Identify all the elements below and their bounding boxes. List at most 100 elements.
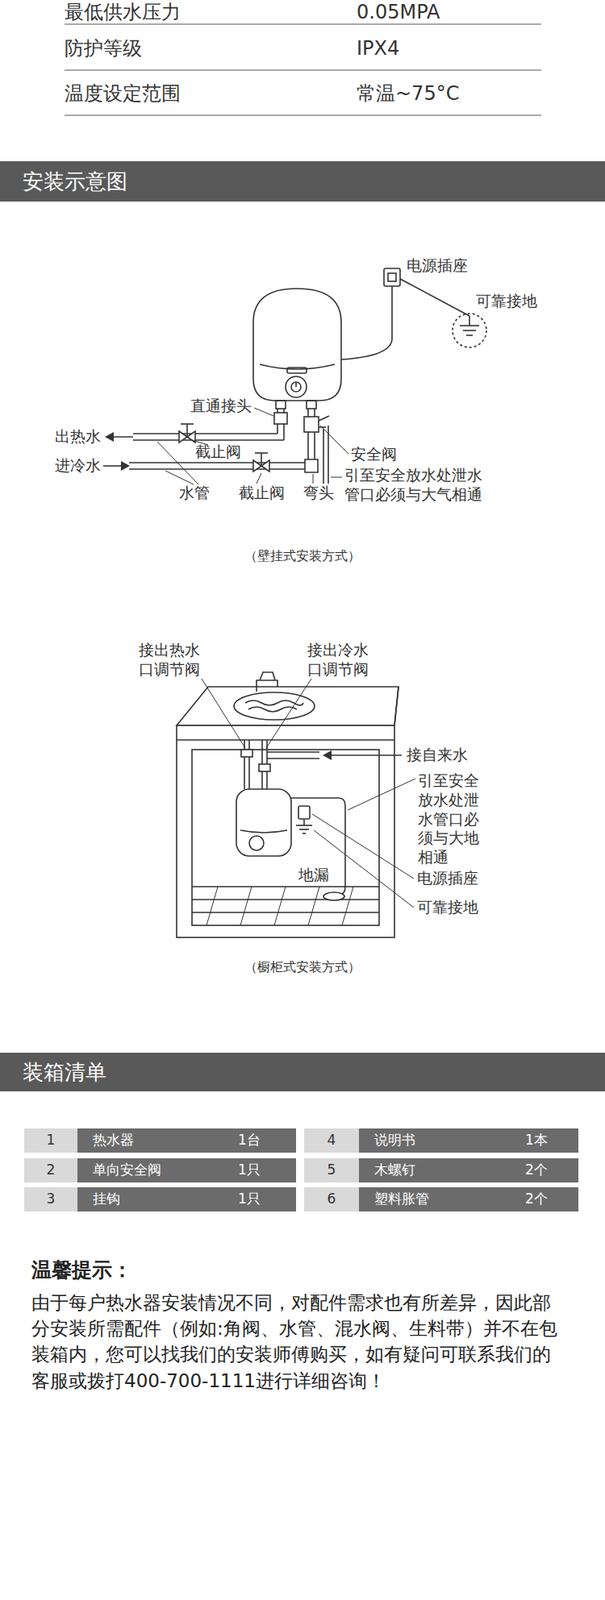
illustration-stroke	[240, 830, 288, 834]
illustration-stroke	[176, 726, 395, 939]
illustration-stroke	[24, 1159, 78, 1184]
illustration-stroke	[77, 1159, 297, 1184]
table-cell: 1只	[237, 1162, 261, 1180]
table-cell: 5	[304, 1162, 359, 1180]
illustration-stroke	[320, 425, 349, 455]
section-band: 装箱清单	[0, 1053, 605, 1093]
illustration-stroke	[274, 413, 288, 425]
illustration-stroke	[304, 459, 318, 473]
illustration-stroke	[291, 382, 301, 393]
flow-label: 出热水	[54, 427, 101, 447]
note-label: 引至安全放水处泄水 管口必须与大气相通	[344, 466, 506, 505]
illustration-stroke	[201, 679, 246, 749]
illustration-stroke	[308, 887, 320, 927]
illustration-stroke	[24, 1188, 78, 1213]
illustration-stroke	[201, 679, 416, 909]
part-label: 可靠接地	[475, 292, 538, 312]
flow-label: 进冷水	[54, 456, 101, 476]
illustration-stroke	[383, 268, 401, 287]
illustration-stroke	[275, 400, 286, 409]
note-body: 由于每户热水器安装情况不同，对配件需求也有所差异，因此部 分安装所需配件（例如:…	[31, 1290, 589, 1395]
illustration-stroke	[267, 758, 320, 760]
illustration-stroke	[180, 423, 194, 426]
illustration-stroke	[341, 286, 393, 360]
illustration-stroke	[256, 672, 278, 693]
illustration-stroke	[206, 887, 354, 927]
illustration-stroke	[330, 477, 343, 479]
illustration-stroke	[304, 1159, 359, 1184]
illustration-stroke	[254, 452, 268, 455]
illustration-stroke	[236, 789, 292, 857]
illustration-stroke	[64, 24, 542, 116]
spec-value: IPX4	[356, 36, 400, 61]
illustration-stroke	[64, 70, 542, 71]
illustration-stroke	[259, 364, 335, 370]
part-label: 截止阀	[195, 442, 242, 463]
table-cell: 塑料胀管	[374, 1191, 430, 1209]
part-label: 可靠接地	[417, 898, 479, 918]
figure-caption: （壁挂式安装方式）	[181, 548, 424, 565]
illustration-stroke	[133, 433, 278, 435]
table-cell: 1台	[237, 1132, 261, 1150]
illustration-stroke	[254, 408, 274, 417]
part-label: 接出热水 口调节阀	[138, 641, 220, 681]
illustration-stroke	[322, 751, 332, 761]
part-label: 弯头	[303, 484, 334, 504]
illustration-stroke	[77, 1188, 297, 1213]
illustration-stroke	[342, 887, 354, 927]
illustration-stroke	[303, 819, 305, 827]
spec-name: 温度设定范围	[64, 81, 181, 106]
flow-label: 接自来水	[406, 746, 468, 766]
illustration-stroke	[296, 825, 313, 827]
illustration-stroke	[318, 416, 330, 422]
illustration-stroke	[206, 887, 218, 927]
illustration-stroke	[258, 764, 271, 772]
table-cell: 热水器	[92, 1132, 134, 1150]
table-cell: 1	[24, 1132, 78, 1150]
illustration-stroke	[459, 325, 480, 327]
illustration-stroke	[312, 474, 314, 484]
illustration-stroke	[191, 750, 380, 927]
illustration-stroke	[157, 408, 349, 485]
table-cell: 2个	[525, 1162, 548, 1180]
illustration-stroke	[329, 755, 402, 757]
part-label: 电源插座	[406, 256, 468, 276]
illustration-stroke	[388, 273, 397, 282]
note-label: 引至安全 放水处泄 水管口必 须与大地 相通	[417, 771, 499, 868]
illustration-stroke	[241, 750, 253, 758]
spec-name: 防护等级	[64, 36, 142, 61]
figure-caption: （橱柜式安装方式）	[181, 959, 424, 977]
illustration-stroke	[186, 424, 188, 438]
illustration-stroke	[103, 268, 487, 485]
illustration-stroke	[452, 313, 487, 348]
illustration-stroke	[64, 24, 542, 26]
illustration-stroke	[256, 473, 262, 484]
illustration-stroke	[129, 462, 309, 464]
illustration-stroke	[266, 679, 312, 749]
illustration-stroke	[176, 672, 416, 939]
illustration-stroke	[466, 334, 473, 337]
illustration-stroke	[121, 461, 130, 472]
part-label: 电源插座	[417, 869, 479, 889]
illustration-stroke	[267, 751, 320, 754]
illustration-stroke	[24, 1129, 579, 1213]
illustration-stroke	[358, 1159, 579, 1184]
illustration-stroke	[157, 442, 199, 485]
illustration-stroke	[304, 1129, 359, 1154]
illustration-stroke	[233, 692, 315, 721]
table-cell: 4	[304, 1132, 359, 1150]
illustration-stroke	[400, 279, 470, 317]
illustration-stroke	[133, 439, 284, 442]
illustration-stroke	[24, 1129, 78, 1154]
table-cell: 说明书	[374, 1132, 416, 1150]
part-label: 直通接头	[190, 396, 252, 417]
section-band: 安装示意图	[0, 161, 605, 202]
section-title: 安装示意图	[0, 161, 605, 202]
illustration-stroke	[304, 417, 319, 433]
illustration-stroke	[64, 115, 542, 117]
part-label: 截止阀	[238, 484, 285, 504]
table-cell: 2	[24, 1162, 78, 1180]
illustration-stroke	[306, 400, 317, 409]
part-label: 地漏	[298, 866, 330, 886]
illustration-stroke	[248, 740, 251, 790]
